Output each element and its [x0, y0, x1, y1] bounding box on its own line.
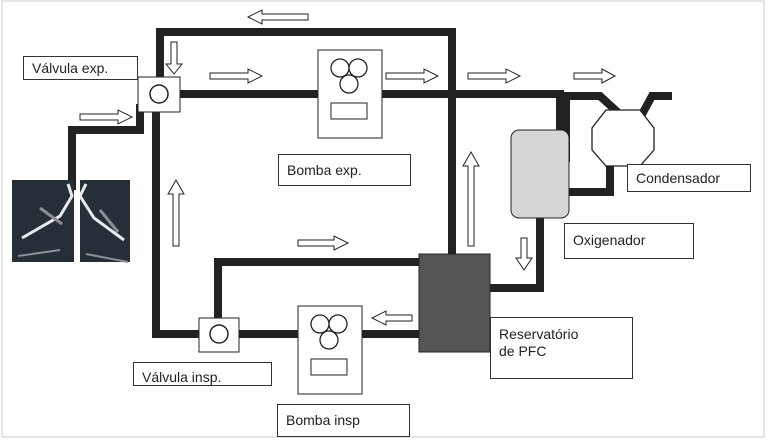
oxigenador-text: Oxigenador	[573, 232, 646, 248]
condenser-body	[591, 109, 655, 167]
arrow-right-4	[573, 68, 617, 84]
arrow-right-2	[385, 68, 440, 84]
tubing	[68, 28, 672, 338]
expiratory-valve	[137, 76, 181, 113]
label-valvula-insp: Válvula insp.	[133, 362, 272, 386]
condensador-text: Condensador	[636, 170, 721, 186]
label-condensador: Condensador	[627, 164, 751, 192]
pump-roller-icon	[319, 330, 339, 350]
valve-circle-icon	[149, 84, 169, 104]
left-vertical-tube	[152, 106, 206, 338]
label-bomba-insp: Bomba insp	[277, 404, 410, 437]
arrow-up-left	[167, 178, 185, 247]
pump-roller-icon	[330, 58, 350, 78]
oxygenator-reservoir-tube	[486, 214, 544, 292]
valvula-insp-text: Válvula insp.	[142, 369, 222, 385]
pump-roller-icon	[348, 58, 368, 78]
oxygenator-body	[510, 129, 570, 219]
arrow-down-valve	[164, 41, 184, 75]
condenser-return-tube	[562, 162, 614, 196]
label-oxigenador: Oxigenador	[564, 223, 694, 259]
label-bomba-exp: Bomba exp.	[278, 154, 411, 186]
arrow-right-3	[467, 68, 522, 84]
inspiratory-pump	[297, 305, 363, 395]
lung-feed-tube	[68, 104, 144, 190]
reservatorio-line2-text: de PFC	[499, 343, 547, 359]
inner-loop-tube	[214, 258, 424, 322]
pump-roller-icon	[310, 314, 330, 334]
expiratory-pump	[317, 49, 383, 139]
inspiratory-valve	[198, 317, 240, 353]
flow-arrows	[79, 9, 617, 326]
reservoir-body	[418, 253, 491, 353]
label-valvula-exp: Válvula exp.	[23, 56, 138, 80]
lungs-icon	[12, 180, 130, 263]
pump-display	[330, 102, 368, 120]
reservatorio-line1-text: Reservatório	[499, 326, 579, 342]
arrow-right-lungs	[79, 109, 134, 125]
valve-circle-icon	[209, 324, 229, 344]
top-loop-tube	[156, 28, 456, 262]
arrow-up-right	[462, 150, 480, 247]
arrow-right-1	[209, 68, 264, 84]
condenser-exhaust-tube	[634, 92, 672, 124]
pump-roller-icon	[339, 74, 359, 94]
bomba-insp-text: Bomba insp	[286, 412, 360, 428]
valvula-exp-text: Válvula exp.	[32, 60, 109, 76]
arrow-down-oxygenator	[515, 237, 533, 271]
pump-display	[310, 358, 348, 376]
arrow-left-top	[246, 9, 309, 25]
bomba-exp-text: Bomba exp.	[287, 162, 362, 178]
oxygenator-condenser-tube	[562, 92, 630, 162]
pump-roller-icon	[328, 314, 348, 334]
arrow-right-inner	[297, 235, 350, 251]
arrow-left-insp	[370, 310, 413, 326]
